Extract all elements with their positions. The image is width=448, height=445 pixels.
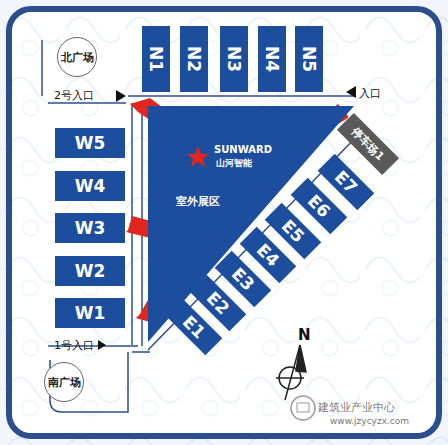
plaza-label: 北广场 [61,50,94,65]
plaza-label: 南广场 [48,375,81,390]
hall-label: N2 [184,46,204,72]
exhibition-hall: N2 [180,26,208,92]
watermark-url: www.jzycyzx.com [330,416,409,426]
exhibition-hall: W5 [55,128,125,158]
logo-star [187,146,209,167]
hall-label: W3 [75,218,106,238]
logo-text: 山河智能 [216,157,252,170]
entrance-label: 入口 [359,86,381,101]
hall-label: N5 [299,46,319,72]
compass-n: N [298,326,311,344]
entrance-label: 2号入口 [54,88,94,103]
hall-label: W1 [75,303,106,323]
hall-label: N1 [146,46,166,72]
exhibition-hall: W4 [55,171,125,201]
hall-label: W4 [75,176,106,196]
plaza-circle: 南广场 [44,362,84,402]
hall-label: W5 [75,133,106,153]
hall-label: N3 [224,46,244,72]
entrance-label: 1号入口 [54,338,94,353]
hall-label: W2 [75,261,106,281]
exhibition-hall: W3 [55,213,125,243]
exhibition-hall: N5 [295,26,323,92]
hall-label: N4 [262,46,282,72]
plaza-circle: 北广场 [57,37,97,77]
area-label: 室外展区 [176,194,220,209]
exhibition-hall: W1 [55,298,125,328]
exhibition-hall: W2 [55,256,125,286]
exhibition-hall: N4 [258,26,286,92]
watermark: 建筑业产业中心 [318,400,395,415]
logo-text: SUNWARD [214,144,272,155]
exhibition-hall: N1 [142,26,170,92]
exhibition-hall: N3 [220,26,248,92]
